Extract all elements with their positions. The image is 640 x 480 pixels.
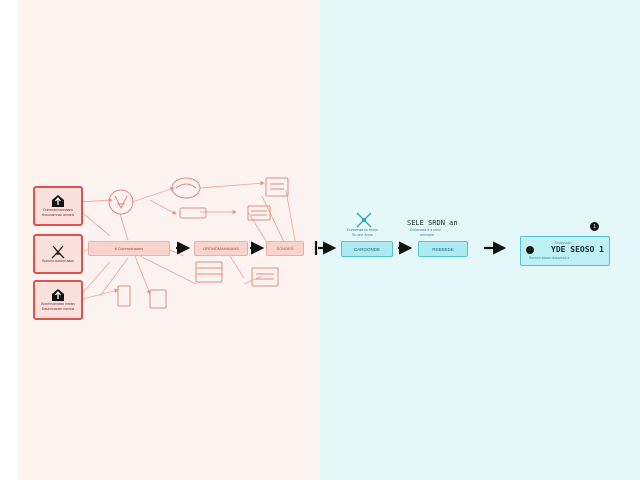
source-node-2-caption: Bonunn ausiant aasn (42, 258, 74, 263)
final-output-card[interactable]: Unannaan YDE SEOSO 1 Bonnnn ssaan dnaans… (520, 236, 610, 266)
upload-icon (52, 195, 64, 207)
source-node-1[interactable]: Dummanmannaans Hosunamnan annans (33, 186, 83, 226)
right-caption-2: annnann (420, 233, 434, 237)
aggregate-node[interactable]: 6 Dorersdnaans (88, 241, 170, 256)
right-caption-1: Dunenasa a s nnsc (410, 228, 441, 232)
source-node-1-title: Dummanmannaans (43, 208, 73, 212)
output-subtitle: Unannaan (555, 241, 572, 245)
upload-icon (52, 289, 64, 301)
mid-processing-node[interactable]: CAROONDE (341, 241, 393, 257)
output-node[interactable]: SOUDES (266, 241, 304, 256)
source-node-3-title: Bonmmannass mnnsv (41, 302, 75, 306)
step-badge: 1 (590, 222, 599, 231)
source-node-3[interactable]: Bonmmannass mnnsv Dasemnanee nannns (33, 280, 83, 320)
status-dot-icon (526, 246, 534, 254)
output-footer: Bonnnn ssaan dnaansca a (529, 256, 570, 260)
right-header: SELE SRDN an (407, 219, 458, 227)
mid-caption-1: Dunannss cn esrnn (347, 228, 378, 232)
refine-node[interactable]: REEEEDE (418, 241, 468, 257)
transform-node[interactable]: ORDNDMANNIANS (194, 241, 248, 256)
mid-caption-2: Su one Anna (352, 233, 373, 237)
source-node-2[interactable]: Bonunn ausiant aasn (33, 234, 83, 274)
network-icon (51, 245, 65, 258)
source-node-3-caption: Dasemnanee nannns (41, 307, 75, 311)
output-title: YDE SEOSO 1 (551, 245, 604, 254)
source-node-1-caption: Hosunamnan annans (41, 213, 75, 217)
